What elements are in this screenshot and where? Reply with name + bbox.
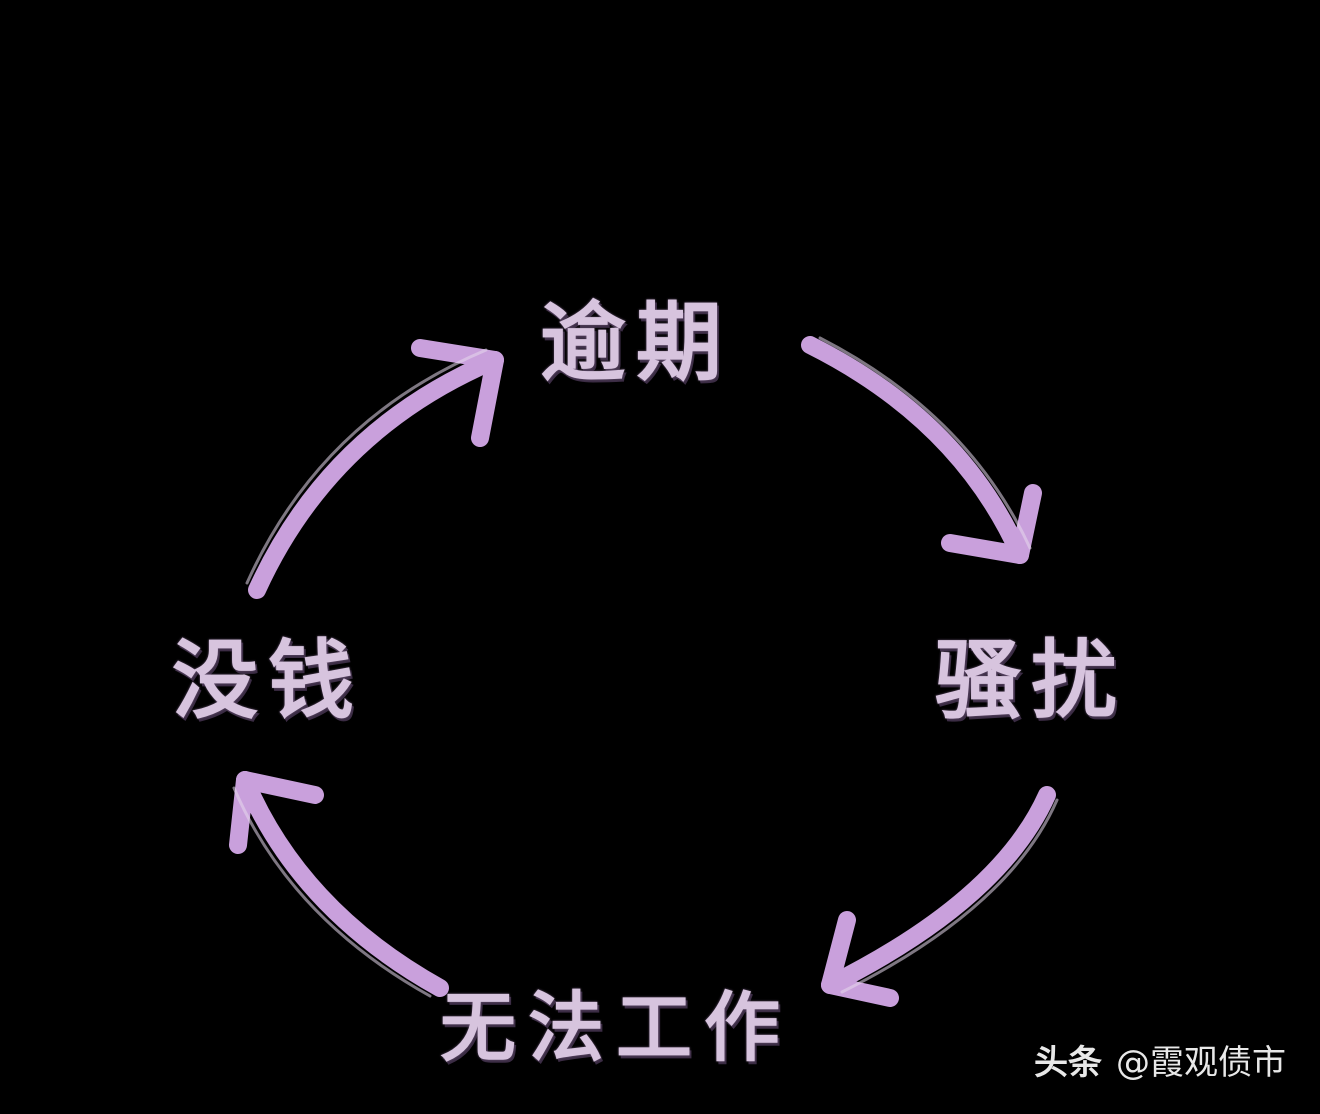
watermark: 头条 @霞观债市 (1034, 1035, 1286, 1084)
arrow-left-to-top (245, 339, 504, 599)
node-unable-to-work: 无法工作 (440, 983, 792, 1072)
arrow-top-to-right (801, 336, 1042, 564)
watermark-brand: 头条 (1034, 1043, 1102, 1083)
node-no-money: 没钱 (172, 630, 364, 731)
node-overdue: 逾期 (540, 292, 732, 393)
watermark-account: @霞观债市 (1116, 1043, 1286, 1083)
node-harassment: 骚扰 (935, 630, 1127, 731)
arrow-bottom-to-left (229, 771, 449, 998)
arrow-right-to-bottom (821, 786, 1059, 1007)
